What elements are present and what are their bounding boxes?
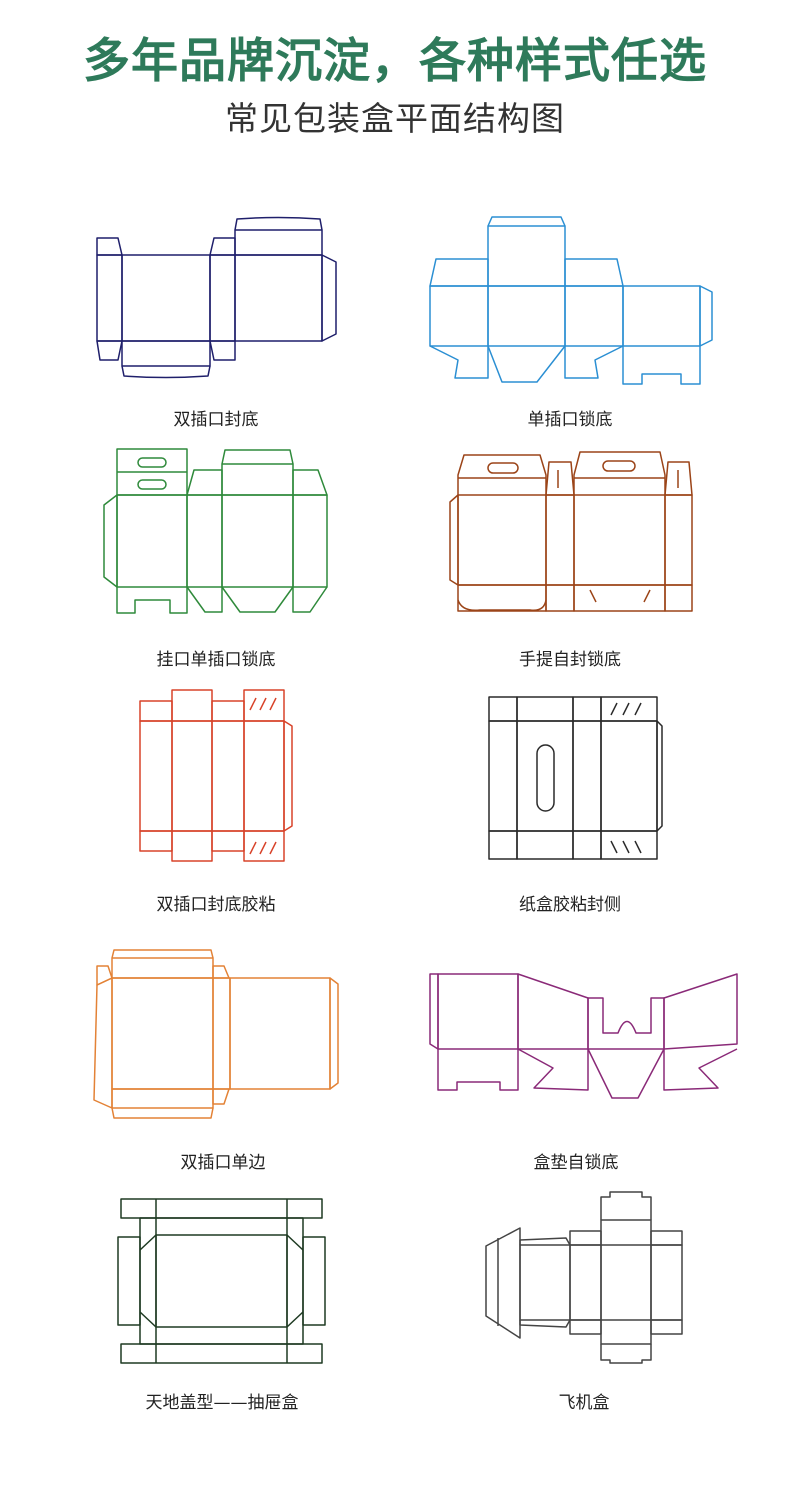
page-subtitle: 常见包装盒平面结构图: [225, 99, 565, 138]
box-label-mailer: 飞机盒: [558, 1393, 610, 1413]
box-label-hanger-tuck-lock: 挂口单插口锁底: [156, 650, 276, 670]
box-label-single-tuck-lock: 单插口锁底: [527, 410, 613, 430]
box-label-glued-side: 纸盒胶粘封侧: [519, 895, 621, 915]
box-label-drawer: 天地盖型——抽屉盒: [145, 1393, 299, 1413]
box-label-double-tuck-glued: 双插口封底胶粘: [156, 895, 276, 915]
page-title: 多年品牌沉淀，各种样式任选: [83, 34, 707, 89]
box-label-pad-self-lock: 盒垫自锁底: [533, 1153, 619, 1173]
box-label-double-tuck: 双插口封底: [173, 410, 259, 430]
box-label-double-tuck-single: 双插口单边: [180, 1153, 266, 1173]
box-label-handle-self-lock: 手提自封锁底: [519, 650, 621, 670]
